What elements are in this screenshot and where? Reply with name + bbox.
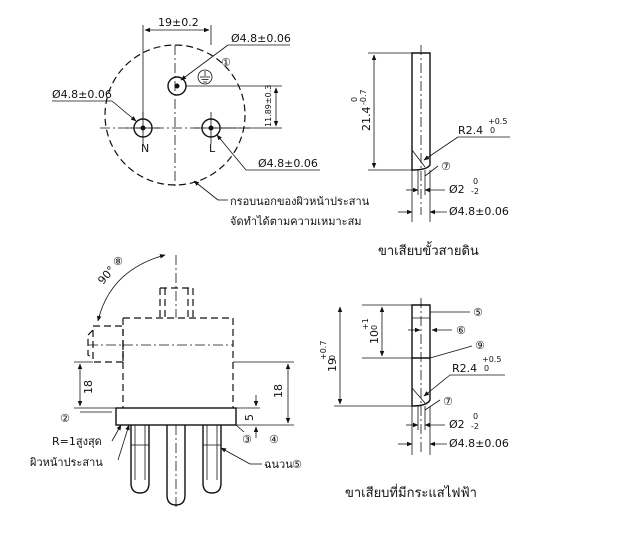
live-dim-radius-tol-upper: +0.5 bbox=[482, 355, 501, 364]
live-dim-tip-tol-upper: 0 bbox=[473, 412, 478, 421]
live-dim-pin-dia: Ø4.8±0.06 bbox=[449, 437, 509, 450]
note-line-1: กรอบนอกของผิวหน้าประสาน bbox=[230, 195, 370, 208]
live-pin-caption: ขาเสียบที่มีกระแสไฟฟ้า bbox=[345, 484, 477, 501]
earth-pin-caption: ขาเสียบขั้วสายดิน bbox=[378, 241, 479, 259]
dim-earth-radius-tol-lower: 0 bbox=[490, 126, 495, 135]
side-mark-2: ② bbox=[60, 412, 70, 425]
dim-earth-tip-tol-upper: 0 bbox=[473, 177, 478, 186]
l-pin bbox=[202, 425, 222, 494]
dim-earth-length-tol-upper: 0 bbox=[350, 97, 359, 102]
side-dim-5: 5 bbox=[243, 414, 256, 421]
side-mark-5: ⑤ bbox=[292, 458, 302, 471]
live-dim-10-tol-lower: 0 bbox=[370, 325, 379, 330]
base-plate bbox=[115, 407, 237, 426]
side-view: 90° ⑧ 18 ② 18 5 ③ ④ R=1ส bbox=[29, 254, 302, 510]
side-dim-right-18: 18 bbox=[272, 384, 285, 398]
live-dim-tip-dia: Ø2 bbox=[449, 418, 465, 431]
live-dim-19-tol-upper: +0.7 bbox=[319, 341, 328, 360]
dim-earth-tip-dia: Ø2 bbox=[449, 183, 465, 196]
dim-pin-spacing: 11.89±0.3 bbox=[264, 85, 273, 127]
label-n: N bbox=[141, 142, 149, 155]
top-view: ① N L 19±0.2 Ø4.8±0.06 Ø4.8±0.06 bbox=[52, 16, 370, 228]
n-pin-hole bbox=[126, 112, 160, 144]
side-label-radius: R=1สูงสุด bbox=[52, 435, 102, 448]
side-label-insulation: ฉนวน bbox=[264, 458, 293, 471]
n-pin bbox=[130, 425, 150, 494]
face-outline-circle bbox=[104, 44, 246, 186]
mark-1: ① bbox=[221, 56, 231, 69]
live-mark-7: ⑦ bbox=[443, 395, 453, 408]
dim-earth-length-tol-lower: -0.7 bbox=[359, 89, 368, 105]
live-dim-tip-tol-lower: -2 bbox=[471, 422, 479, 431]
live-pin-detail: 10 +1 0 19 +0.7 0 ⑤ ⑥ ⑨ R2.4 +0.5 0 ⑦ Ø2… bbox=[319, 298, 509, 501]
side-mark-8: ⑧ bbox=[113, 255, 123, 268]
live-dim-radius-tol-lower: 0 bbox=[484, 364, 489, 373]
live-mark-6: ⑥ bbox=[456, 324, 466, 337]
live-dim-10: 10 bbox=[368, 330, 381, 344]
live-dim-19-tol-lower: 0 bbox=[328, 355, 337, 360]
live-mark-5: ⑤ bbox=[473, 306, 483, 319]
dim-earth-radius-tol-upper: +0.5 bbox=[488, 117, 507, 126]
live-dim-radius: R2.4 bbox=[452, 362, 477, 375]
side-label-face: ผิวหน้าประสาน bbox=[29, 456, 103, 469]
earth-pin-body bbox=[411, 52, 431, 171]
dim-n-dia: Ø4.8±0.06 bbox=[52, 88, 112, 101]
live-mark-9: ⑨ bbox=[475, 339, 485, 352]
dim-earth-radius: R2.4 bbox=[458, 124, 483, 137]
dim-l-dia: Ø4.8±0.06 bbox=[258, 157, 318, 170]
live-dim-10-tol-upper: +1 bbox=[361, 318, 370, 330]
side-dim-left-18: 18 bbox=[82, 380, 95, 394]
dim-earth-length: 21.4 bbox=[360, 107, 373, 132]
dim-earth-dia: Ø4.8±0.06 bbox=[231, 32, 291, 45]
live-pin-body bbox=[411, 304, 431, 407]
dim-earth-tip-tol-lower: -2 bbox=[471, 187, 479, 196]
label-l: L bbox=[209, 142, 216, 155]
live-dim-19: 19 bbox=[326, 358, 339, 372]
side-mark-3: ③ bbox=[242, 433, 252, 446]
note-line-2: จัดทำได้ตามความเหมาะสม bbox=[230, 215, 362, 228]
earth-pin-hole bbox=[167, 76, 187, 96]
earth-mark-7: ⑦ bbox=[441, 160, 451, 173]
side-mark-4: ④ bbox=[269, 433, 279, 446]
earth-symbol-icon bbox=[197, 69, 213, 85]
dim-width: 19±0.2 bbox=[158, 16, 199, 29]
earth-pin-detail: 21.4 0 -0.7 R2.4 +0.5 0 ⑦ Ø2 0 -2 Ø4.8±0… bbox=[350, 45, 510, 259]
dim-earth-pin-dia: Ø4.8±0.06 bbox=[449, 205, 509, 218]
